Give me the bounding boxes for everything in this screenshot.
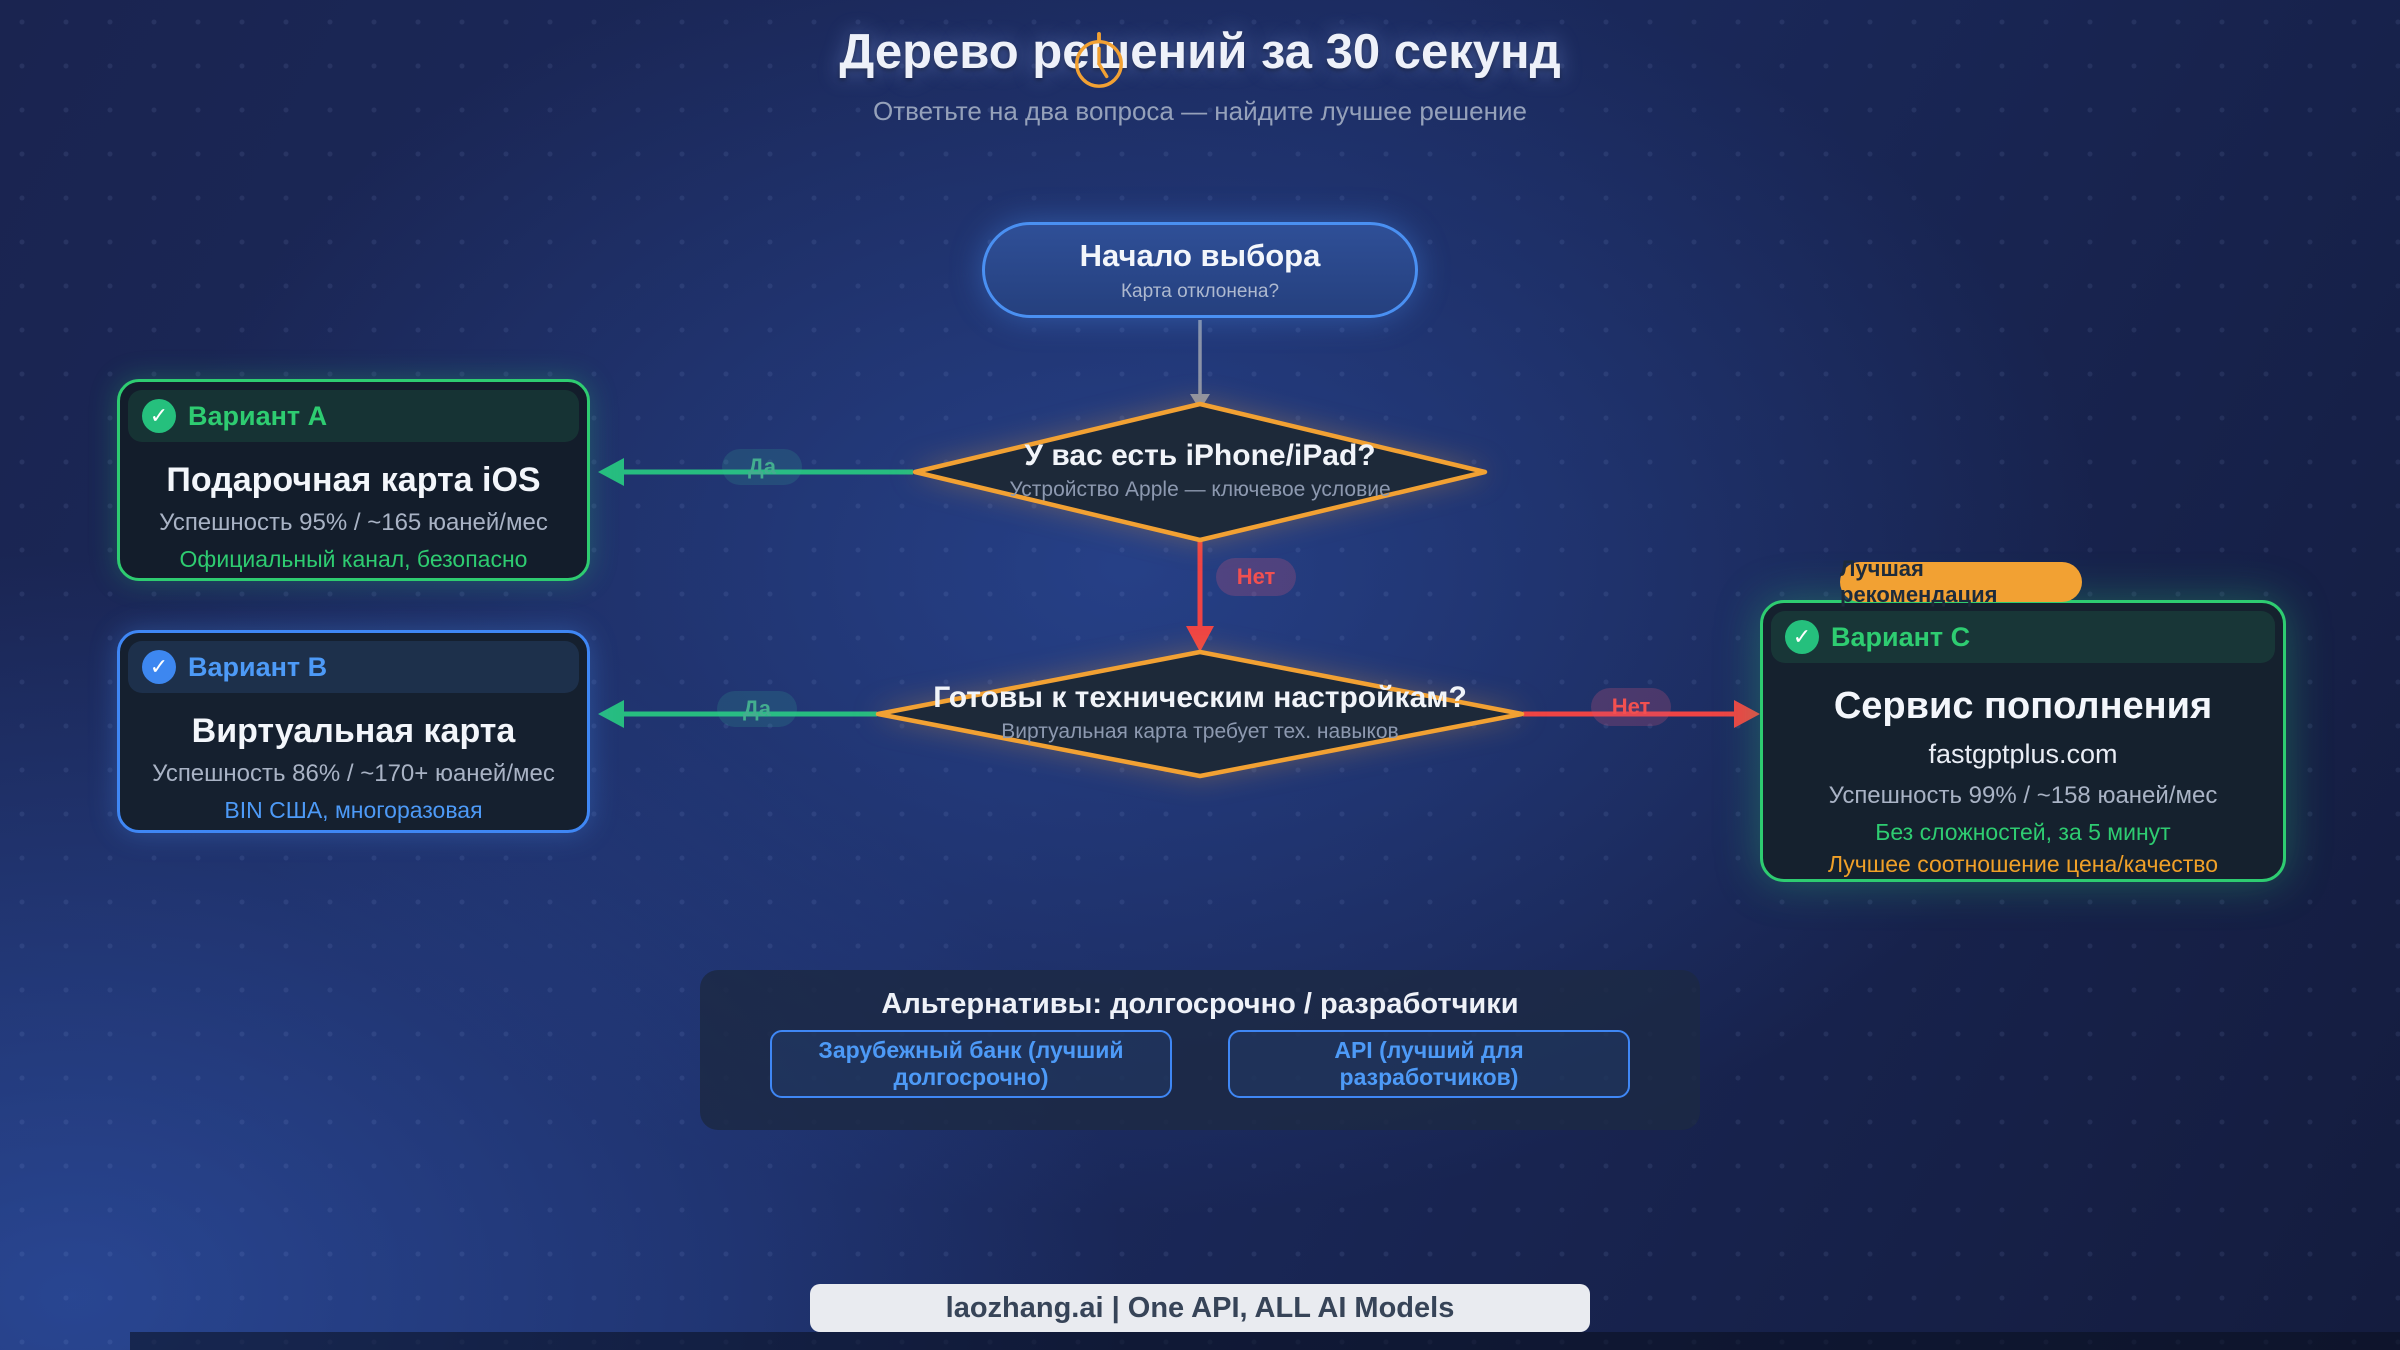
option-c-url[interactable]: fastgptplus.com bbox=[1928, 739, 2118, 769]
option-b-header: Вариант B bbox=[128, 641, 579, 693]
arrowhead-left-green-a bbox=[598, 458, 624, 486]
option-c-label: Вариант C bbox=[1831, 621, 1971, 652]
arrowhead-left-green-b bbox=[598, 700, 624, 728]
option-c-title: Сервис пополнения bbox=[1833, 685, 2213, 727]
edge-label-yes-a: Да bbox=[722, 449, 802, 485]
arrowhead-right-red bbox=[1734, 700, 1760, 728]
footer-brand: laozhang.ai | One API, ALL AI Models bbox=[810, 1284, 1590, 1332]
check-circle-icon bbox=[142, 650, 176, 684]
option-a-stats: Успешность 95% / ~165 юаней/мес bbox=[159, 509, 548, 536]
decision1-question: У вас есть iPhone/iPad? bbox=[1024, 439, 1376, 472]
start-node-subtitle: Карта отклонена? bbox=[1120, 280, 1280, 302]
edge-label-no-2: Нет bbox=[1591, 688, 1671, 726]
page-subtitle: Ответьте на два вопроса — найдите лучшее… bbox=[873, 96, 1527, 126]
best-recommendation-badge: Лучшая рекомендация bbox=[1840, 556, 2082, 607]
alternatives-title: Альтернативы: долгосрочно / разработчики bbox=[881, 988, 1519, 1020]
arrowhead-down-red bbox=[1186, 626, 1214, 652]
bottom-strip bbox=[130, 1332, 2400, 1350]
clock-icon bbox=[1075, 31, 1123, 88]
option-b-title: Виртуальная карта bbox=[191, 712, 516, 750]
alternative-bank-button[interactable]: Зарубежный банк (лучший долгосрочно) bbox=[770, 1030, 1172, 1098]
decision2-question: Готовы к техническим настройкам? bbox=[933, 681, 1467, 714]
edge-label-yes-b: Да bbox=[717, 691, 797, 727]
option-b-note: BIN США, многоразовая bbox=[224, 797, 483, 823]
option-c-note-orange: Лучшее соотношение цена/качество bbox=[1827, 851, 2219, 877]
alternative-api-button[interactable]: API (лучший для разработчиков) bbox=[1228, 1030, 1630, 1098]
check-circle-icon bbox=[142, 399, 176, 433]
alternatives-buttons-row: Зарубежный банк (лучший долгосрочно) API… bbox=[700, 1030, 1700, 1098]
edge-label-no-1: Нет bbox=[1216, 558, 1296, 596]
decision2-hint: Виртуальная карта требует тех. навыков bbox=[1001, 720, 1399, 743]
option-c-note-green: Без сложностей, за 5 минут bbox=[1875, 819, 2171, 845]
option-b-label: Вариант B bbox=[188, 651, 328, 682]
option-a-header: Вариант A bbox=[128, 390, 579, 442]
start-node: Начало выбора Карта отклонена? bbox=[982, 222, 1418, 318]
option-c-header: Вариант C bbox=[1771, 611, 2275, 663]
option-a-title: Подарочная карта iOS bbox=[166, 461, 541, 499]
option-b-stats: Успешность 86% / ~170+ юаней/мес bbox=[152, 760, 555, 787]
page-title: Дерево решений за 30 секунд bbox=[839, 25, 1561, 79]
option-a-label: Вариант A bbox=[188, 400, 328, 431]
decision2-label: Готовы к техническим настройкам? Виртуал… bbox=[850, 680, 1550, 748]
option-c-stats: Успешность 99% / ~158 юаней/мес bbox=[1828, 782, 2218, 809]
option-a-card: Вариант A Подарочная карта iOS Успешност… bbox=[117, 379, 590, 581]
decision1-label: У вас есть iPhone/iPad? Устройство Apple… bbox=[900, 438, 1500, 506]
check-circle-icon bbox=[1785, 620, 1819, 654]
option-a-note: Официальный канал, безопасно bbox=[179, 546, 528, 572]
alternatives-panel: Альтернативы: долгосрочно / разработчики… bbox=[700, 970, 1700, 1130]
start-node-title: Начало выбора bbox=[1079, 237, 1321, 273]
decision1-hint: Устройство Apple — ключевое условие bbox=[1009, 478, 1391, 501]
option-b-card: Вариант B Виртуальная карта Успешность 8… bbox=[117, 630, 590, 833]
option-c-card: Вариант C Сервис пополнения fastgptplus.… bbox=[1760, 600, 2286, 882]
arrowhead-down-gray bbox=[1190, 394, 1210, 410]
